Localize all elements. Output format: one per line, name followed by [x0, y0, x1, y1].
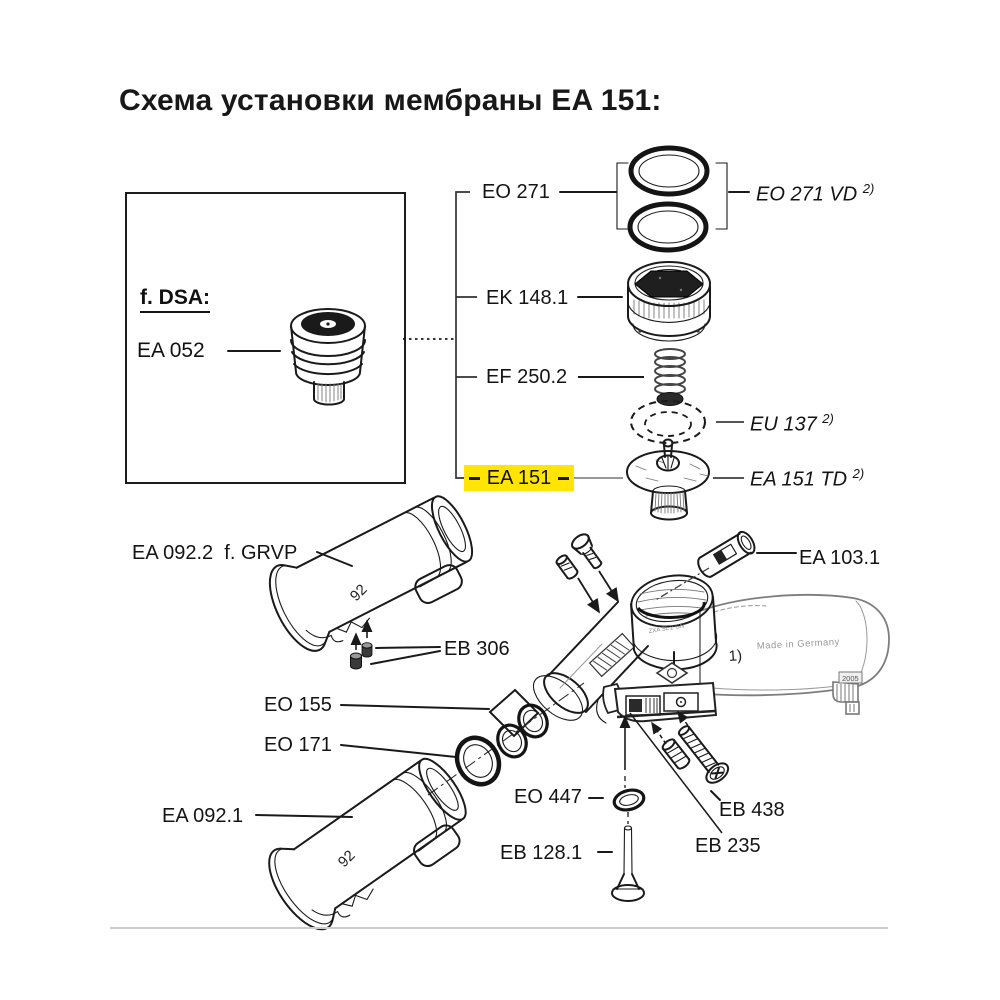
collar-small-text: ZXA SL 2 GN: [648, 623, 684, 635]
eo-271-o-rings-drawing: [559, 145, 750, 253]
label-eu-137: EU 137 2): [750, 412, 834, 436]
label-eb-306: EB 306: [444, 638, 510, 660]
ea-052-ribbed-tab: [313, 381, 345, 406]
footnote-superscript: 2): [862, 181, 875, 196]
ea-103-cartridge-drawing: [653, 530, 797, 602]
eu-137-o-ring-drawing: [630, 400, 744, 444]
body-footnote-text: 1): [728, 647, 742, 665]
label-bracket: [455, 191, 477, 479]
label-eo-271-vd-text: EO 271 VD: [756, 183, 858, 206]
label-ea-052: EA 052: [137, 339, 205, 362]
label-ea-151-highlighted: EA 151: [464, 465, 574, 491]
label-ek-148-1: EK 148.1: [486, 287, 569, 309]
top-screws-drawing: [555, 533, 619, 614]
leader-dash: [558, 476, 570, 480]
made-in-germany-text: Made in Germany: [757, 637, 840, 652]
ea-151-ribbed-shank: [650, 485, 688, 521]
page-title: Схема установки мембраны EA 151:: [119, 84, 662, 117]
label-ea-103-1: EA 103.1: [799, 547, 881, 569]
footnote-superscript: 2): [822, 411, 834, 426]
spout-92-marking-upper: 92: [347, 581, 371, 605]
faucet-collar-ring: ZXA SL 2 GN: [630, 574, 718, 671]
ek-148-aerator-drawing: [577, 261, 711, 342]
label-eo-447: EO 447: [514, 786, 582, 808]
eo-171-o-rings-drawing: [340, 703, 549, 787]
eb-306-screws-drawing: [350, 619, 441, 670]
label-ea-151-td: EA 151 TD 2): [750, 467, 864, 491]
label-eu-137-text: EU 137: [750, 413, 817, 436]
center-axis-line: [427, 682, 585, 796]
dsa-inset-box: [125, 192, 406, 484]
label-ea-151-text: EA 151: [486, 466, 552, 489]
faucet-body-drawing: Made in Germany 1) 2005: [532, 574, 890, 724]
label-eo-271-vd: EO 271 VD 2): [756, 182, 874, 206]
year-tag-text: 2005: [842, 674, 859, 683]
label-eo-155: EO 155: [264, 694, 332, 716]
label-eb-235: EB 235: [695, 835, 761, 857]
ea-092-1-spout-drawing: 92: [255, 742, 487, 948]
label-eo-171: EO 171: [264, 734, 332, 756]
eb-438-screw-drawing: [651, 710, 730, 801]
label-ef-250-2: EF 250.2: [486, 366, 568, 388]
leader-dash: [468, 476, 480, 480]
ea-151-membrane-drawing: [573, 438, 744, 521]
faucet-diamond-logo: [655, 662, 689, 684]
eb-235-leader-line: [629, 712, 723, 834]
label-eb-438: EB 438: [719, 799, 785, 821]
label-eo-271: EO 271: [482, 181, 550, 203]
label-ea-151-td-text: EA 151 TD: [750, 468, 848, 491]
faucet-underside-panel: [596, 681, 718, 724]
label-eb-128-1: EB 128.1: [500, 842, 583, 864]
faucet-foot-bracket: [832, 671, 863, 715]
label-ea-092-1: EA 092.1: [162, 805, 244, 827]
dsa-heading: f. DSA:: [140, 286, 210, 313]
label-ea-092-2: EA 092.2 f. GRVP: [132, 542, 298, 564]
footnote-superscript: 2): [852, 466, 865, 481]
faucet-inlet-pipe: [532, 601, 649, 721]
ef-250-spring-drawing: [578, 348, 686, 406]
eb-128-pin-drawing: [597, 825, 645, 902]
eo-447-axis-drawing: [588, 715, 646, 824]
eo-155-gasket-drawing: [340, 688, 540, 738]
spout-92-marking-lower: 92: [335, 847, 359, 871]
ea-052-aerator-drawing: [227, 308, 366, 406]
